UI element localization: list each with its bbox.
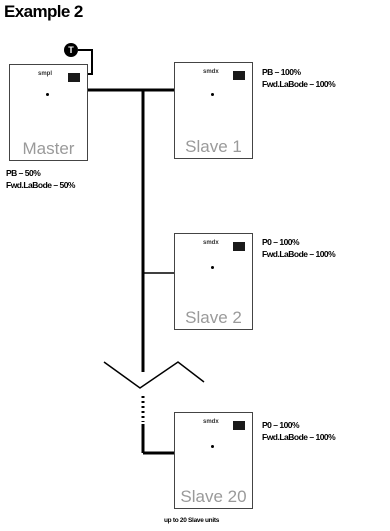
slave-1-params: PB – 100% Fwd.LaBode – 100% xyxy=(262,66,336,90)
master-brand: smpl xyxy=(38,71,53,77)
slave-20-param-fwd: Fwd.LaBode – 100% xyxy=(262,432,336,442)
slave-20-params: P0 – 100% Fwd.LaBode – 100% xyxy=(262,419,336,443)
break-marker xyxy=(103,361,205,389)
slave-2-param-p0: P0 – 100% xyxy=(262,237,300,247)
master-unit: smpl Master xyxy=(9,64,88,161)
slave-2-led xyxy=(211,266,214,269)
slave-20-label: Slave 20 xyxy=(180,487,247,506)
slave-1-param-fwd: Fwd.LaBode – 100% xyxy=(262,79,336,89)
slave-20-display xyxy=(233,421,245,430)
slave-20-brand: smdx xyxy=(203,419,219,425)
master-param-fwd: Fwd.LaBode – 50% xyxy=(6,180,76,190)
diagram-title: Example 2 xyxy=(4,2,83,21)
master-params: PB – 50% Fwd.LaBode – 50% xyxy=(6,167,76,191)
slave-1-led xyxy=(211,93,214,96)
slave-2-display xyxy=(233,242,245,251)
slave-1-brand: smdx xyxy=(203,69,219,75)
temperature-sensor-icon: T xyxy=(64,43,78,57)
slave-1-label: Slave 1 xyxy=(185,137,242,156)
sensor-wire xyxy=(78,49,93,75)
slave-2-label: Slave 2 xyxy=(185,308,242,327)
slave-2-unit: smdx Slave 2 xyxy=(174,233,253,330)
slave-1-param-pb: PB – 100% xyxy=(262,67,301,77)
footnote: up to 20 Slave units xyxy=(164,517,220,524)
master-led xyxy=(46,93,49,96)
master-display xyxy=(68,73,80,82)
master-param-pb: PB – 50% xyxy=(6,168,41,178)
slave-20-led xyxy=(211,445,214,448)
master-label: Master xyxy=(22,139,75,158)
slave-2-brand: smdx xyxy=(203,240,219,246)
slave-20-unit: smdx Slave 20 xyxy=(174,412,253,509)
slave-20-param-p0: P0 – 100% xyxy=(262,420,300,430)
slave-2-params: P0 – 100% Fwd.LaBode – 100% xyxy=(262,236,336,260)
slave-1-unit: smdx Slave 1 xyxy=(174,62,253,159)
slave-2-param-fwd: Fwd.LaBode – 100% xyxy=(262,249,336,259)
slave-1-display xyxy=(233,71,245,80)
